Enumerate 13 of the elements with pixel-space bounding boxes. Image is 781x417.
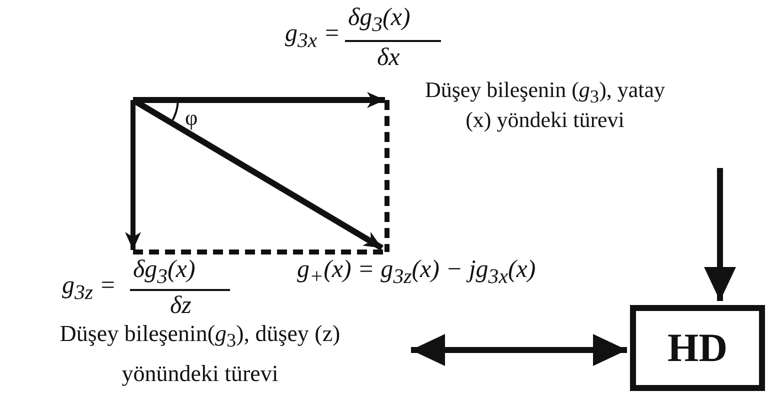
formula-numerator: δg$_{3}$(x)	[133, 256, 196, 290]
formula-denominator: δz	[170, 292, 192, 320]
description-text: Düşey bileşenin(g$_{3}$), düşey (z) yönündeki türevi	[25, 318, 375, 390]
arrow	[411, 334, 627, 366]
formula-text: g$_{3z}$ =	[62, 272, 116, 306]
formula-text: g$_{3x}$ =	[285, 20, 340, 54]
formula-text: g$_{+}$(x) = g$_{3z}$(x) − jg$_{3x}$(x)	[297, 256, 536, 290]
arrow	[704, 168, 736, 301]
description-text: Düşey bileşenin (g$_{3}$), yatay (x) yöndeki türevi	[424, 78, 666, 132]
formula-numerator: δg$_{3}$(x)	[348, 4, 410, 38]
formula-denominator: δx	[377, 44, 400, 72]
angle-label: φ	[185, 106, 198, 130]
hd-box: HD	[630, 305, 765, 391]
